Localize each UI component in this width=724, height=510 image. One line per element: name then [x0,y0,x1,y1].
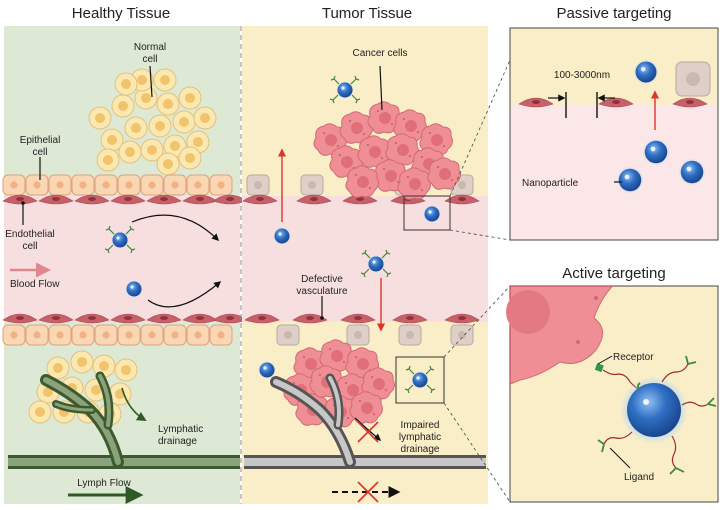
normal-cell-pointer [149,65,153,98]
receptor-pointer [597,355,613,365]
ligand-pointer [609,447,631,469]
label-lymphatic-1: Lymphatic [158,424,203,435]
tumor-lymphatic-vessel [244,373,486,469]
label-receptor: Receptor [613,352,654,363]
label-ligand: Ligand [624,472,654,483]
blocked-cross-2 [357,481,379,503]
label-blood-flow: Blood Flow [10,279,60,290]
title-tumor: Tumor Tissue [322,5,412,22]
label-lymphatic-2: drainage [158,436,197,447]
label-epithelial-2: cell [32,147,47,158]
impaired-drainage-arrow [354,417,382,441]
title-healthy: Healthy Tissue [72,5,170,22]
label-defective-1: Defective [301,274,343,285]
nanoparticle-healthy-2 [125,280,143,298]
label-epithelial-1: Epithelial [20,135,61,146]
active-zoom-line-2 [443,402,511,503]
flow-curve-arrow-2 [147,281,222,308]
cancer-cells-pointer [379,65,383,111]
label-gap-size: 100-3000nm [554,70,610,81]
passive-zoom-line-2 [449,229,511,241]
active-cancer-nucleus [506,290,550,334]
title-active: Active targeting [562,265,665,282]
label-lymph-flow: Lymph Flow [77,478,131,489]
label-endothelial-1: Endothelial [5,229,54,240]
label-defective-2: vasculature [296,286,348,297]
label-impaired-3: drainage [401,444,440,455]
passive-nanoparticle-1 [633,59,659,85]
passive-epithelial-cell [675,61,711,97]
label-impaired-2: lymphatic [399,432,441,443]
active-zoom-box [395,356,445,404]
healthy-lymphatic-vessel [8,371,240,469]
label-cancer-cells: Cancer cells [352,48,407,59]
nanoparticle-tumor-2 [273,227,291,245]
active-nanoparticle [597,355,717,475]
active-zoom-line-1 [443,285,511,358]
healthy-vessel-lumen [4,196,240,322]
tumor-vessel-lumen [242,196,488,322]
label-nanoparticle: Nanoparticle [522,178,579,189]
label-normal-2: cell [142,54,157,65]
label-normal-1: Normal [134,42,166,53]
flow-curve-arrow-1 [131,214,220,242]
label-impaired-1: Impaired [401,420,440,431]
nanoparticle-tumor-5 [258,361,276,379]
passive-zoom-line-1 [449,59,511,197]
impaired-cross-2 [357,421,379,443]
passive-zoom-box [403,195,451,231]
lymphatic-drainage-arrow [121,387,147,421]
nanoparticle-tumor-3 [423,205,441,223]
title-passive: Passive targeting [556,5,671,22]
label-endothelial-2: cell [22,241,37,252]
